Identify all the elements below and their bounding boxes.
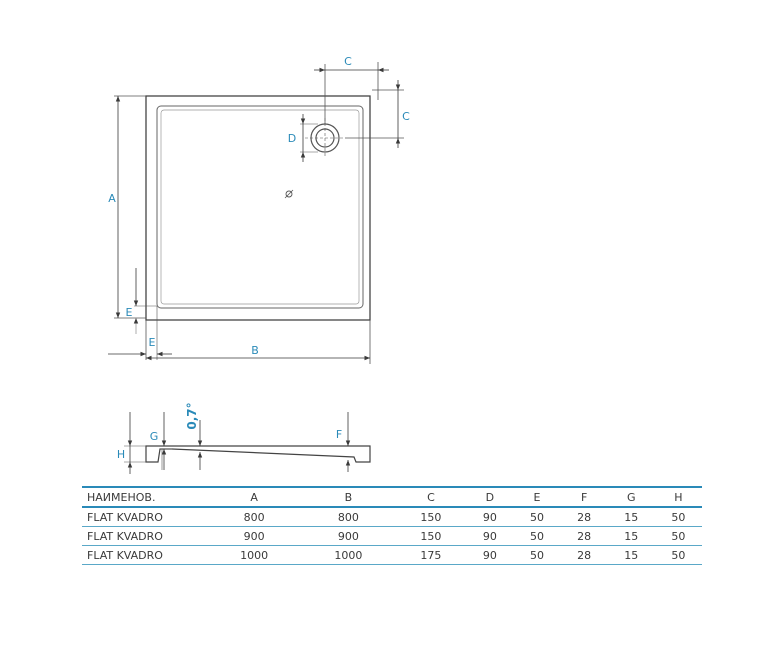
cell-e: 50 — [513, 526, 561, 546]
cell-g: 15 — [607, 545, 655, 565]
dim-a: A — [108, 95, 146, 319]
dim-g-label: G — [150, 430, 159, 443]
table-row: FLAT KVADRO 900 900 150 90 50 28 15 50 — [82, 526, 702, 546]
cell-c: 175 — [395, 545, 467, 565]
cell-d: 90 — [466, 526, 514, 546]
dim-b: B — [146, 320, 371, 364]
table-header-row: НАИМЕНОВ. A B C D E F G H — [82, 486, 702, 508]
dim-c-top: C — [314, 55, 389, 124]
cell-h: 50 — [654, 526, 702, 546]
cell-h: 50 — [654, 545, 702, 565]
cell-b: 1000 — [301, 545, 396, 565]
cell-name: FLAT KVADRO — [82, 526, 207, 546]
dim-f-label: F — [336, 428, 342, 441]
header-cell-b: B — [301, 486, 396, 508]
dim-f: F — [336, 412, 351, 472]
dim-d: D — [288, 114, 318, 162]
dim-slope-label: 0,7° — [185, 402, 199, 429]
tray-basin-outline — [160, 109, 360, 305]
cell-g: 15 — [607, 507, 655, 527]
dim-e-horizontal: E — [108, 306, 172, 360]
cell-f: 28 — [560, 526, 608, 546]
cell-b: 900 — [301, 526, 396, 546]
cell-name: FLAT KVADRO — [82, 545, 207, 565]
dim-e-vertical-label: E — [126, 306, 133, 319]
table-row: FLAT KVADRO 800 800 150 90 50 28 15 50 — [82, 507, 702, 527]
slope-center-mark-icon — [284, 189, 294, 199]
dimensions-table: НАИМЕНОВ. A B C D E F G H FLAT KVADRO 80… — [82, 486, 702, 565]
dim-e-vertical: E — [126, 268, 157, 334]
dim-d-label: D — [288, 132, 296, 145]
cell-c: 150 — [395, 526, 467, 546]
cell-a: 900 — [207, 526, 302, 546]
dim-e-horizontal-label: E — [149, 336, 156, 349]
tray-side-profile — [145, 445, 371, 463]
dim-slope: 0,7° — [185, 402, 203, 470]
cell-a: 800 — [207, 507, 302, 527]
dim-c-side: C — [345, 80, 410, 148]
table-row: FLAT KVADRO 1000 1000 175 90 50 28 15 50 — [82, 545, 702, 565]
cell-b: 800 — [301, 507, 396, 527]
header-cell-c: C — [395, 486, 467, 508]
header-cell-f: F — [560, 486, 608, 508]
dim-h-label: H — [117, 448, 125, 461]
cell-e: 50 — [513, 545, 561, 565]
dim-h: H — [117, 412, 146, 474]
cell-g: 15 — [607, 526, 655, 546]
cell-d: 90 — [466, 507, 514, 527]
cell-h: 50 — [654, 507, 702, 527]
cell-c: 150 — [395, 507, 467, 527]
side-view: H G 0,7° F — [117, 402, 371, 474]
header-cell-h: H — [654, 486, 702, 508]
tray-inner-outline — [156, 105, 364, 309]
cell-name: FLAT KVADRO — [82, 507, 207, 527]
dim-c-side-label: C — [402, 110, 410, 123]
cell-f: 28 — [560, 507, 608, 527]
dim-g: G — [150, 412, 167, 470]
header-cell-a: A — [207, 486, 302, 508]
header-cell-name: НАИМЕНОВ. — [82, 486, 207, 508]
cell-e: 50 — [513, 507, 561, 527]
header-cell-e: E — [513, 486, 561, 508]
header-cell-g: G — [607, 486, 655, 508]
cell-f: 28 — [560, 545, 608, 565]
dim-b-label: B — [251, 344, 259, 357]
cell-a: 1000 — [207, 545, 302, 565]
cell-d: 90 — [466, 545, 514, 565]
top-view: C C D A — [108, 55, 410, 364]
dim-a-label: A — [108, 192, 116, 205]
dim-c-top-label: C — [344, 55, 352, 68]
header-cell-d: D — [466, 486, 514, 508]
